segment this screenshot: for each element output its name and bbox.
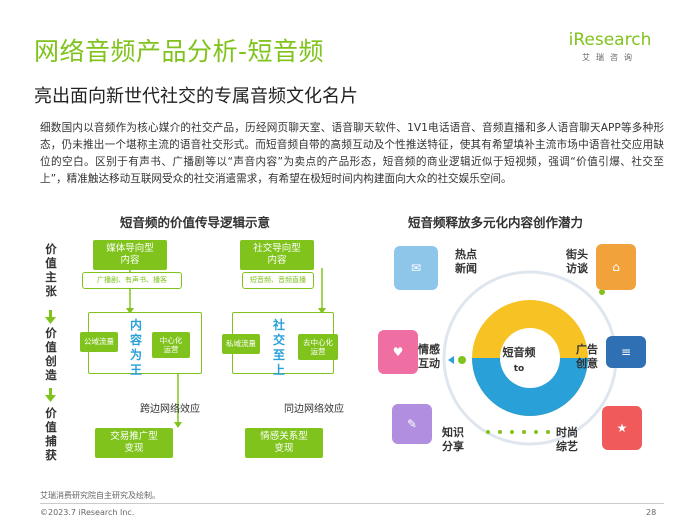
shop-icon: ⌂ xyxy=(596,244,636,290)
node-ad-creative: 广告 创意 xyxy=(576,343,598,370)
decentralized-ops-box: 去中心化 运营 xyxy=(298,334,338,360)
fashion-icon: ★ xyxy=(602,406,642,450)
node-emotion: 情感 互动 xyxy=(418,343,440,370)
copyright: ©2023.7 iResearch Inc. xyxy=(40,508,135,517)
center-label: 短音频 xyxy=(502,346,536,359)
heart-icon: ♥ xyxy=(378,330,418,374)
emotion-monetization-box: 情感关系型 变现 xyxy=(245,428,323,458)
news-icon: ✉ xyxy=(394,246,438,290)
content-is-king: 内容为王 xyxy=(129,318,142,377)
private-traffic-box: 私域流量 xyxy=(222,334,260,354)
node-fashion: 时尚 综艺 xyxy=(556,426,578,453)
brand-logo: iResearch 艾瑞咨询 xyxy=(560,30,660,63)
public-traffic-box: 公域流量 xyxy=(80,332,118,352)
creation-circle xyxy=(442,270,618,446)
media-content-box: 媒体导向型 内容 xyxy=(93,240,167,270)
source-note: 艾瑞消费研究院自主研究及绘制。 xyxy=(40,491,160,500)
trade-monetization-box: 交易推广型 变现 xyxy=(95,428,173,458)
left-diagram-title: 短音频的价值传导逻辑示意 xyxy=(120,215,271,230)
side-label-proposition: 价值主张 xyxy=(45,242,57,298)
media-examples: 广播剧、有声书、播客 xyxy=(82,272,182,289)
news-board-icon: ≡ xyxy=(606,336,646,368)
social-examples: 短音频、音频直播 xyxy=(242,272,314,289)
cross-network-effect: 跨边网络效应 xyxy=(140,404,200,415)
social-first: 社交至上 xyxy=(272,318,285,377)
logo-cn: 艾瑞咨询 xyxy=(582,53,638,62)
same-network-effect: 同边网络效应 xyxy=(284,404,344,415)
page-number: 28 xyxy=(646,508,657,517)
side-label-creation: 价值创造 xyxy=(45,326,57,382)
value-flow-connectors xyxy=(45,268,326,428)
node-street-interview: 街头 访谈 xyxy=(566,248,588,275)
node-knowledge: 知识 分享 xyxy=(442,426,464,453)
logo-word: iResearch xyxy=(568,30,652,50)
side-label-capture: 价值捕获 xyxy=(45,406,57,462)
book-icon: ✎ xyxy=(392,404,432,444)
social-content-box: 社交导向型 内容 xyxy=(240,240,314,270)
page-subtitle: 亮出面向新世代社交的专属音频文化名片 xyxy=(34,86,358,107)
centralized-ops-box: 中心化 运营 xyxy=(152,332,190,358)
node-hot-news: 热点 新闻 xyxy=(455,248,477,275)
footer-divider xyxy=(40,503,664,504)
page-title: 网络音频产品分析-短音频 xyxy=(34,37,325,66)
center-sub: to xyxy=(513,364,525,374)
right-diagram-title: 短音频释放多元化内容创作潜力 xyxy=(408,215,584,230)
intro-paragraph: 细数国内以音频作为核心媒介的社交产品，历经网页聊天室、语音聊天软件、1V1电话语… xyxy=(40,122,664,185)
